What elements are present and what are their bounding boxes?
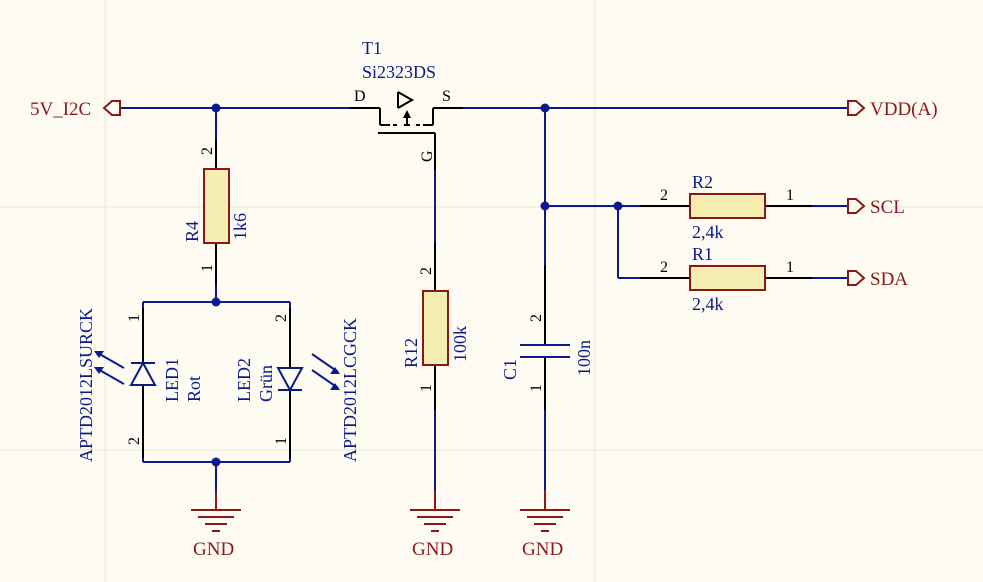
led1-pin1: 1 bbox=[126, 314, 143, 322]
r2-designator: R2 bbox=[692, 172, 713, 192]
ground-symbol-c1: GND bbox=[520, 490, 570, 560]
t1-designator: T1 bbox=[362, 38, 382, 58]
junction-dot bbox=[613, 201, 623, 211]
led-led1[interactable]: 1 2 LED1 Rot APTD2012LSURCK bbox=[76, 308, 204, 462]
led2-pin1: 1 bbox=[273, 437, 290, 445]
ground-label: GND bbox=[412, 539, 453, 560]
led1-part: APTD2012LSURCK bbox=[76, 308, 96, 462]
r4-designator: R4 bbox=[182, 221, 202, 242]
port-label-scl: SCL bbox=[870, 197, 905, 218]
led-led2[interactable]: 2 1 LED2 Grün APTD2012LCGCK bbox=[234, 308, 360, 462]
port-5v-i2c[interactable]: 5V_I2C bbox=[30, 99, 121, 120]
led2-part: APTD2012LCGCK bbox=[340, 318, 360, 462]
r4-pin1: 1 bbox=[199, 264, 216, 272]
port-scl[interactable]: SCL bbox=[847, 197, 905, 218]
r12-pin2: 2 bbox=[418, 267, 435, 275]
capacitor-c1[interactable]: 2 1 C1 100n bbox=[500, 265, 594, 410]
t1-pin-d: D bbox=[354, 88, 366, 105]
port-label-5v-i2c: 5V_I2C bbox=[30, 99, 91, 120]
resistor-r2[interactable]: 2 1 R2 2,4k bbox=[640, 172, 812, 242]
r4-value: 1k6 bbox=[230, 213, 250, 240]
port-label-sda: SDA bbox=[870, 269, 908, 290]
r2-pin1: 1 bbox=[786, 187, 794, 204]
t1-pin-g: G bbox=[419, 150, 436, 162]
r1-pin1: 1 bbox=[786, 259, 794, 276]
r12-pin1: 1 bbox=[418, 384, 435, 392]
c1-designator: C1 bbox=[500, 359, 520, 380]
r1-value: 2,4k bbox=[692, 294, 724, 314]
r2-pin2: 2 bbox=[660, 187, 668, 204]
junctions bbox=[211, 103, 623, 467]
led1-color: Rot bbox=[184, 376, 204, 402]
mosfet-t1[interactable]: T1 Si2323DS D S G bbox=[350, 38, 463, 170]
resistor-r12[interactable]: 2 1 R12 100k bbox=[401, 243, 470, 410]
c1-pin2: 2 bbox=[528, 314, 545, 322]
c1-value: 100n bbox=[574, 340, 594, 376]
r12-value: 100k bbox=[450, 326, 470, 362]
r12-designator: R12 bbox=[401, 338, 421, 368]
junction-dot bbox=[211, 457, 221, 467]
led2-designator: LED2 bbox=[234, 358, 254, 402]
port-sda[interactable]: SDA bbox=[847, 269, 908, 290]
c1-pin1: 1 bbox=[528, 384, 545, 392]
resistor-r4[interactable]: 2 1 R4 1k6 bbox=[182, 140, 250, 285]
ground-label: GND bbox=[193, 539, 234, 560]
junction-dot bbox=[540, 201, 550, 211]
wires bbox=[120, 107, 848, 490]
led1-pin2: 2 bbox=[126, 437, 143, 445]
resistor-r1[interactable]: 2 1 R1 2,4k bbox=[640, 244, 812, 314]
r1-pin2: 2 bbox=[660, 259, 668, 276]
led2-color: Grün bbox=[256, 365, 276, 402]
port-vdd[interactable]: VDD(A) bbox=[847, 99, 938, 120]
junction-dot bbox=[211, 297, 221, 307]
led1-designator: LED1 bbox=[162, 358, 182, 402]
led2-pin2: 2 bbox=[273, 314, 290, 322]
junction-dot bbox=[211, 103, 221, 113]
ground-label: GND bbox=[522, 539, 563, 560]
junction-dot bbox=[540, 103, 550, 113]
r4-pin2: 2 bbox=[199, 147, 216, 155]
t1-pin-s: S bbox=[442, 88, 451, 105]
r1-designator: R1 bbox=[692, 244, 713, 264]
port-label-vdd: VDD(A) bbox=[870, 99, 938, 120]
ground-symbol-leds: GND bbox=[191, 490, 241, 560]
r2-value: 2,4k bbox=[692, 222, 724, 242]
t1-part: Si2323DS bbox=[362, 62, 436, 82]
ground-symbol-r12: GND bbox=[410, 490, 460, 560]
